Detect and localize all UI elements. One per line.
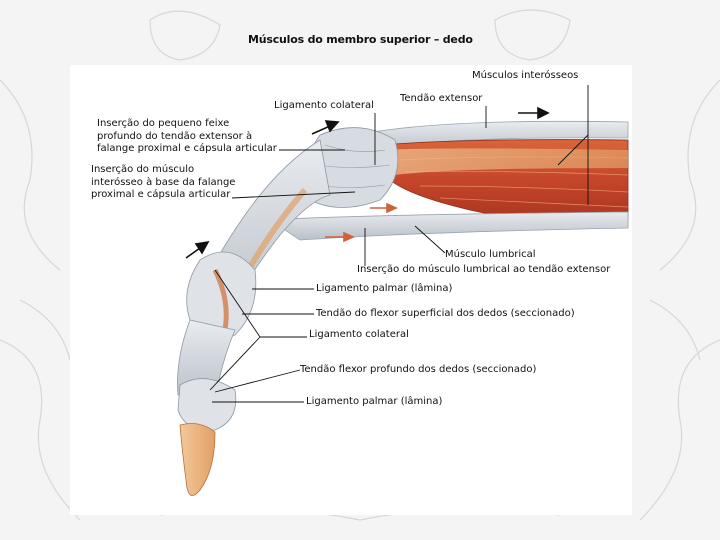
label-line: interósseo à base da falange [91,176,236,188]
bone-shape [355,148,628,175]
fingertip-shape [179,423,216,497]
label-ligamento-colateral-top: Ligamento colateral [274,100,374,111]
label-insercao-lumbrical: Inserção do músculo lumbrical ao tendão … [357,264,611,275]
label-tendao-flexor-profundo: Tendão flexor profundo dos dedos (seccio… [300,364,537,375]
label-line: falange proximal e cápsula articular [97,143,277,154]
label-musculo-lumbrical: Músculo lumbrical [445,249,536,260]
label-line: Inserção do músculo [91,164,195,175]
label-line: Inserção do pequeno feixe [97,118,230,129]
pip-joint-shape [186,251,257,339]
label-musculos-interosseos: Músculos interósseos [472,70,579,81]
slide-title: Músculos do membro superior – dedo [248,33,473,46]
label-ligamento-palmar-1: Ligamento palmar (lâmina) [316,283,453,294]
label-ligamento-palmar-2: Ligamento palmar (lâmina) [306,396,443,407]
label-tendao-flexor-superficial: Tendão do flexor superficial dos dedos (… [316,308,575,319]
label-ligamento-colateral-bottom: Ligamento colateral [309,329,409,340]
label-line: proximal e cápsula articular [91,189,231,200]
label-line: profundo do tendão extensor à [97,130,253,142]
label-insercao-pequeno-feixe: Inserção do pequeno feixe profundo do te… [97,118,277,156]
label-tendao-extensor: Tendão extensor [400,93,483,104]
label-insercao-interosseo: Inserção do músculo interósseo à base da… [91,164,235,202]
flexor-tendon-shape [268,211,629,241]
dip-joint-shape [177,378,237,431]
